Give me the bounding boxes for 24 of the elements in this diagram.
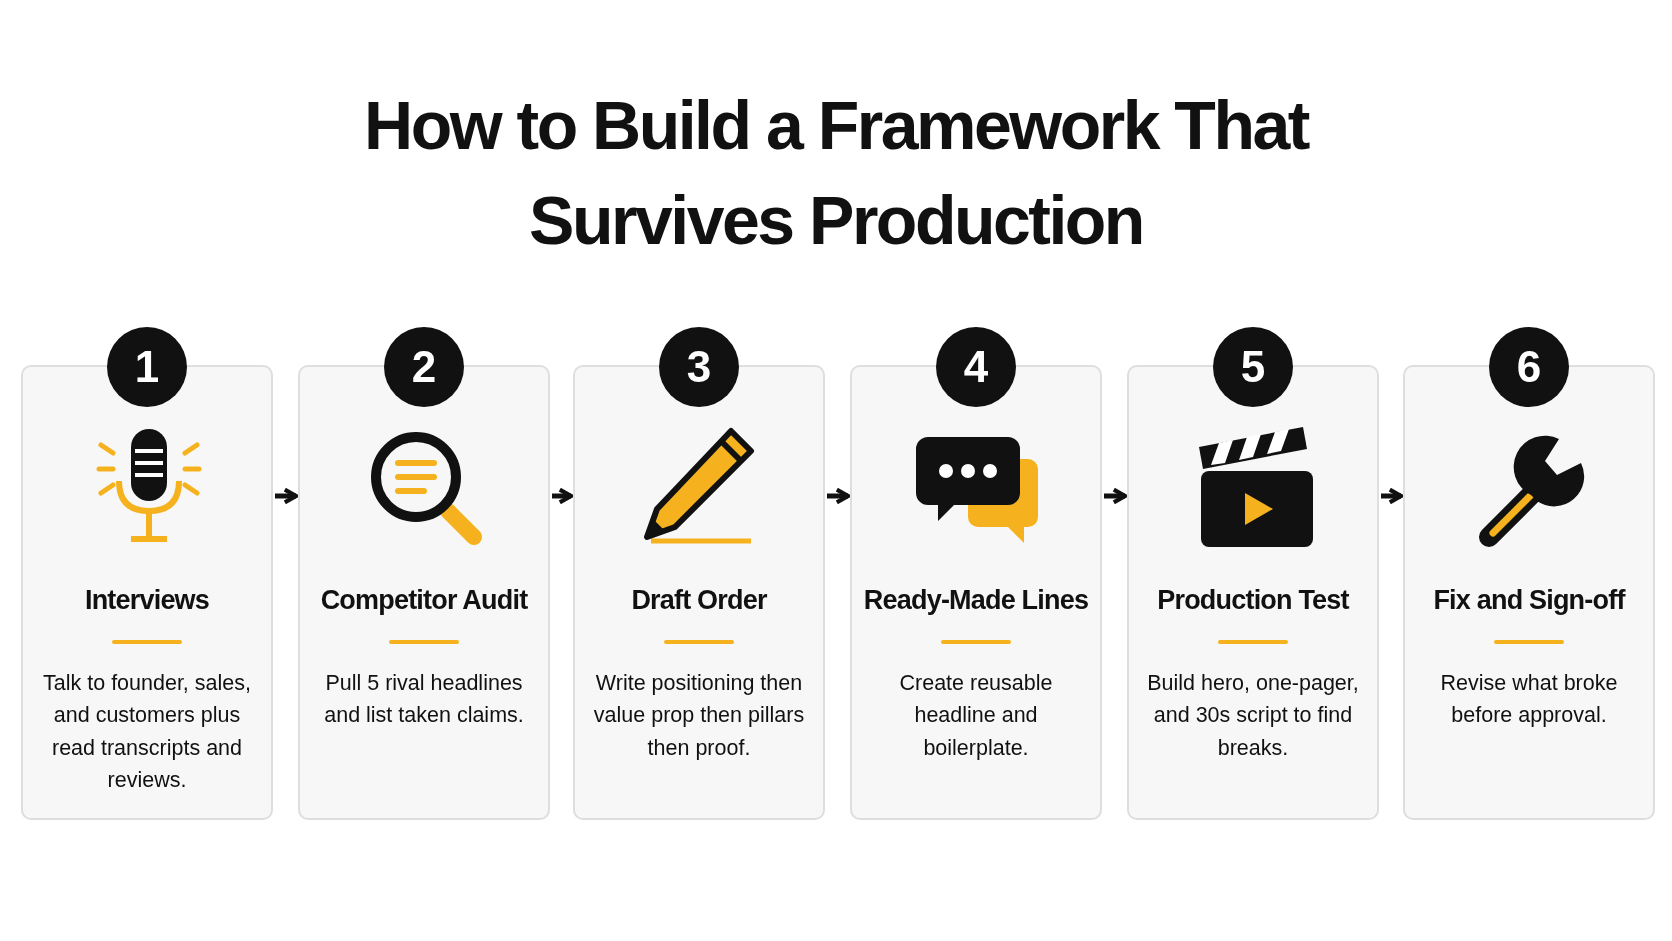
arrow [1381, 487, 1404, 505]
step-number: 1 [107, 327, 187, 407]
step-title: Draft Order [630, 585, 768, 616]
step-title: Competitor Audit [319, 585, 529, 616]
arrow [552, 487, 574, 505]
step-number: 4 [936, 327, 1016, 407]
step-description: Revise what broke before approval. [1439, 670, 1619, 730]
arrow [827, 487, 851, 505]
step-number: 3 [659, 327, 739, 407]
step-number: 6 [1489, 327, 1569, 407]
step-title: Production Test [1156, 585, 1351, 616]
step-description: Write positioning then value prop then pillars then proof. [592, 670, 806, 762]
arrow [1104, 487, 1128, 505]
step-number: 5 [1213, 327, 1293, 407]
step-title: Ready-Made Lines [862, 585, 1090, 616]
arrow [275, 487, 299, 505]
step-description: Create reusable headline and boilerplate. [898, 670, 1054, 762]
step-title: Fix and Sign-off [1432, 585, 1627, 616]
title: How to Build a Framework That Survives Production [363, 86, 1310, 261]
step-number: 2 [384, 327, 464, 407]
step-description: Talk to founder, sales, and customers plus read transcripts and reviews. [42, 670, 252, 794]
step-description: Build hero, one-pager, and 30s script to find breaks. [1146, 670, 1360, 762]
step-title: Interviews [83, 585, 211, 616]
step-description: Pull 5 rival headlines and list taken claims. [323, 670, 525, 730]
